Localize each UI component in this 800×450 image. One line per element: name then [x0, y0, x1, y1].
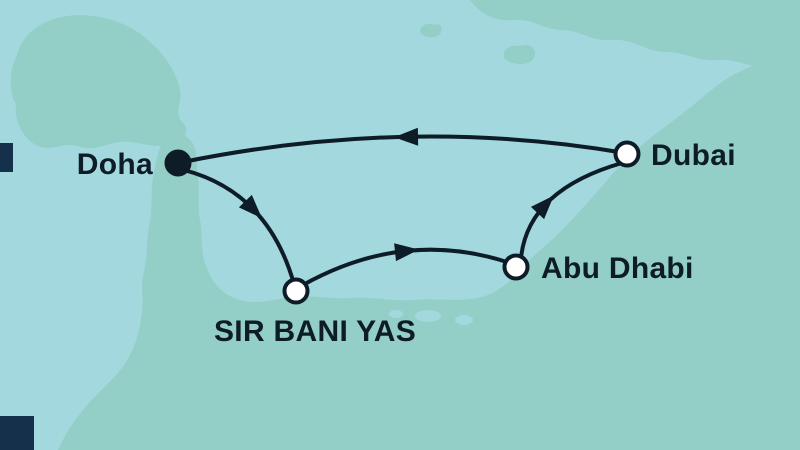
arrow-doha-to-sirbaniyas — [238, 194, 263, 219]
route-arrows — [238, 127, 554, 262]
lagoon-1 — [415, 310, 441, 322]
arrow-dubai-to-doha — [394, 127, 419, 146]
port-label-doha: Doha — [77, 148, 153, 181]
port-marker-dubai — [613, 140, 641, 168]
port-label-dubai: Dubai — [651, 139, 736, 172]
lagoon-2 — [455, 315, 473, 325]
port-marker-sir-bani-yas — [282, 277, 310, 305]
port-label-abu-dhabi: Abu Dhabi — [541, 252, 694, 285]
small-island-2 — [420, 23, 442, 38]
small-island-1 — [503, 44, 536, 64]
port-marker-abu-dhabi — [502, 253, 530, 281]
port-sir-bani-yas: SIR BANI YAS — [214, 277, 416, 348]
edge-fragment-bottom-left — [0, 416, 34, 450]
landmass-top-left-island — [10, 15, 187, 149]
port-abu-dhabi: Abu Dhabi — [502, 252, 694, 285]
landmass-qatar-and-south-coast — [58, 48, 800, 450]
port-doha: Doha — [77, 148, 192, 181]
lagoon-3 — [389, 310, 403, 318]
landmasses — [10, 0, 800, 450]
arrow-sirbaniyas-to-abudhabi — [394, 243, 419, 262]
port-dubai: Dubai — [613, 139, 736, 172]
arrow-abudhabi-to-dubai — [530, 195, 554, 220]
edge-fragment-left — [0, 143, 13, 172]
ports: Doha Dubai Abu Dhabi SIR BANI YAS — [77, 139, 736, 348]
landmass-top-right-coast — [470, 0, 800, 67]
port-marker-doha — [164, 149, 192, 177]
port-label-sir-bani-yas: SIR BANI YAS — [214, 315, 416, 348]
